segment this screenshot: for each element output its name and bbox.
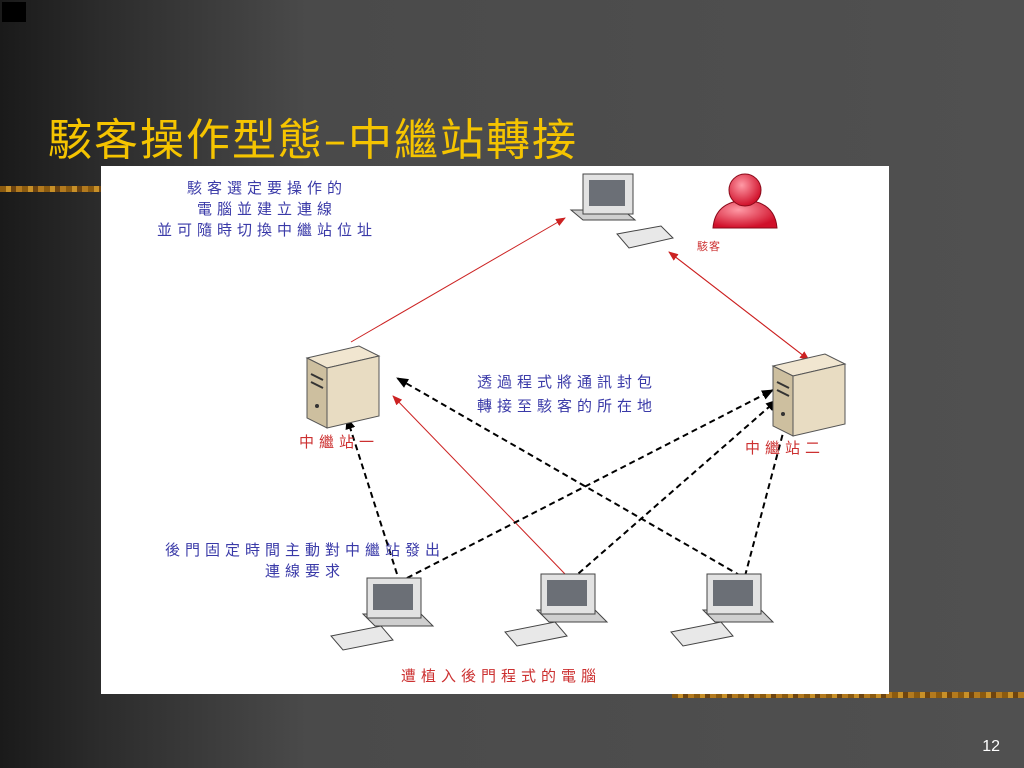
note-hacker-line-2: 電腦並建立連線 bbox=[196, 200, 337, 218]
note-backdoor-connect: 後門固定時間主動對中繼站發出 連線要求 bbox=[115, 540, 495, 582]
label-relay-1: 中繼站一 bbox=[299, 433, 380, 451]
note-hacker-line-3: 並可隨時切換中繼站位址 bbox=[156, 221, 377, 239]
label-relay-2: 中繼站二 bbox=[745, 439, 826, 457]
dashed-left-to-relay1 bbox=[345, 417, 398, 575]
decorative-bar-left bbox=[0, 186, 102, 192]
infected-computer-left-icon bbox=[330, 577, 435, 651]
label-infected-computers: 遭植入後門程式的電腦 bbox=[401, 667, 602, 685]
hacker-person-icon bbox=[712, 173, 778, 229]
dashed-right-to-relay1 bbox=[396, 377, 742, 577]
note-hacker-instruction: 駭客選定要操作的 電腦並建立連線 並可隨時切換中繼站位址 bbox=[117, 178, 417, 241]
dashed-left-to-relay2 bbox=[406, 389, 774, 579]
diagram-canvas bbox=[305, 173, 847, 651]
note-backdoor-line-2: 連線要求 bbox=[264, 562, 345, 580]
relay1-server-icon bbox=[305, 345, 381, 429]
relay2-server-icon bbox=[771, 353, 847, 437]
arrow-relay1-to-hacker bbox=[350, 217, 566, 343]
dashed-right-to-relay2 bbox=[744, 417, 790, 577]
arrow-computer-to-relay1 bbox=[392, 395, 566, 575]
note-hacker-line-1: 駭客選定要操作的 bbox=[186, 179, 347, 197]
corner-marker bbox=[2, 2, 26, 22]
hacker-computer-icon bbox=[569, 173, 674, 249]
slide-title: 駭客操作型態–中繼站轉接 bbox=[48, 115, 578, 166]
arrow-relay2-end bbox=[668, 251, 810, 361]
decorative-bar-right bbox=[672, 692, 1024, 698]
diagram-panel: 駭客選定要操作的 電腦並建立連線 並可隨時切換中繼站位址 駭客 透過程式將通訊封… bbox=[101, 166, 889, 694]
note-backdoor-line-1: 後門固定時間主動對中繼站發出 bbox=[164, 541, 445, 559]
infected-computer-right-icon bbox=[670, 573, 775, 647]
note-relay-forwarding: 透過程式將通訊封包 轉接至駭客的所在地 bbox=[437, 370, 697, 418]
infected-computer-middle-icon bbox=[504, 573, 609, 647]
note-relay-line-2: 轉接至駭客的所在地 bbox=[476, 397, 657, 415]
note-relay-line-1: 透過程式將通訊封包 bbox=[476, 373, 657, 391]
label-hacker: 駭客 bbox=[697, 240, 721, 253]
dashed-middle-to-relay2 bbox=[570, 399, 778, 581]
page-number: 12 bbox=[982, 738, 1000, 755]
